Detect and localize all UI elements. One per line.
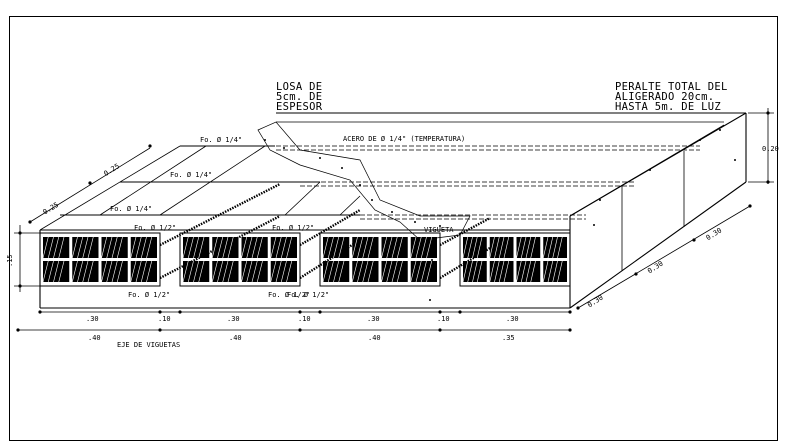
dim-bottom-joist-1: .10 bbox=[158, 315, 171, 323]
dim-bottom-joist-2: .10 bbox=[298, 315, 311, 323]
dim-bottom-block-1: .30 bbox=[86, 315, 99, 323]
dim-bottom-block-3: .30 bbox=[367, 315, 380, 323]
dimension-tick bbox=[634, 272, 638, 276]
dim-top-025-b: 0.25 bbox=[42, 201, 61, 217]
dimension-tick bbox=[16, 328, 20, 332]
losa-label-2: 5cm. DE bbox=[276, 91, 322, 103]
fo-half-label-bot-2: Fo. Ø 1/2" bbox=[268, 291, 310, 299]
fo-half-label-bot-3: Fo. Ø 1/2" bbox=[287, 291, 329, 299]
vigueta-label: VIGUETA bbox=[424, 226, 454, 234]
dimension-tick bbox=[438, 310, 442, 314]
dim-axis-1: .40 bbox=[88, 334, 101, 342]
fo-half-label-bot-1: Fo. Ø 1/2" bbox=[128, 291, 170, 299]
dimension-tick bbox=[158, 328, 162, 332]
dimension-tick bbox=[298, 310, 302, 314]
peralte-label-3: HASTA 5m. DE LUZ bbox=[615, 101, 721, 113]
hollow-block bbox=[39, 232, 161, 287]
temperature-bars bbox=[180, 145, 700, 220]
dimension-tick bbox=[178, 310, 182, 314]
eje-label: EJE DE VIGUETAS bbox=[117, 341, 180, 349]
dim-axis-4: .35 bbox=[502, 334, 515, 342]
fo-quarter-label-3: Fo. Ø 1/4" bbox=[110, 205, 152, 213]
dim-bottom-joist-3: .10 bbox=[437, 315, 450, 323]
dim-bottom-block-4: .30 bbox=[506, 315, 519, 323]
dimension-lines bbox=[14, 108, 774, 331]
dimension-tick bbox=[748, 204, 752, 208]
dim-top-025-a: 0.25 bbox=[102, 162, 121, 178]
hollow-block bbox=[319, 232, 441, 287]
dimension-ticks bbox=[16, 204, 752, 332]
dimension-tick bbox=[158, 310, 162, 314]
drawing-frame bbox=[9, 16, 778, 441]
losa-label-1: LOSA DE bbox=[276, 81, 322, 93]
hollow-block bbox=[179, 232, 301, 287]
hollow-block bbox=[459, 232, 571, 287]
fo-half-label-top-2: Fo. Ø 1/2" bbox=[272, 224, 314, 232]
dimension-tick bbox=[298, 328, 302, 332]
acero-temp-label: ACERO DE Ø 1/4" (TEMPERATURA) bbox=[343, 135, 465, 143]
fo-quarter-label-1: Fo. Ø 1/4" bbox=[200, 136, 242, 144]
dim-right-030-3: 0.30 bbox=[586, 294, 605, 310]
dimension-tick bbox=[318, 310, 322, 314]
dimension-tick bbox=[568, 310, 572, 314]
fo-half-label-top-1: Fo. Ø 1/2" bbox=[134, 224, 176, 232]
dim-right-030-1: 0.30 bbox=[705, 226, 724, 242]
dim-slab-thickness: 0.20 bbox=[762, 145, 779, 153]
fo-quarter-label-2: Fo. Ø 1/4" bbox=[170, 171, 212, 179]
dimension-tick bbox=[576, 306, 580, 310]
dimension-tick bbox=[692, 238, 696, 242]
dim-axis-3: .40 bbox=[368, 334, 381, 342]
peralte-label-1: PERALTE TOTAL DEL bbox=[615, 81, 728, 93]
dimension-tick bbox=[438, 328, 442, 332]
slab-outline bbox=[39, 112, 747, 309]
losa-label-3: ESPESOR bbox=[276, 101, 323, 113]
dim-bottom-block-2: .30 bbox=[227, 315, 240, 323]
hollow-blocks bbox=[39, 232, 571, 287]
dimension-tick bbox=[38, 310, 42, 314]
dim-axis-2: .40 bbox=[229, 334, 242, 342]
dimension-tick bbox=[568, 328, 572, 332]
dim-block-height: .15 bbox=[6, 254, 14, 267]
dim-right-030-2: 0.30 bbox=[646, 260, 665, 276]
dimension-tick bbox=[458, 310, 462, 314]
peralte-label-2: ALIGERADO 20cm. bbox=[615, 91, 714, 103]
